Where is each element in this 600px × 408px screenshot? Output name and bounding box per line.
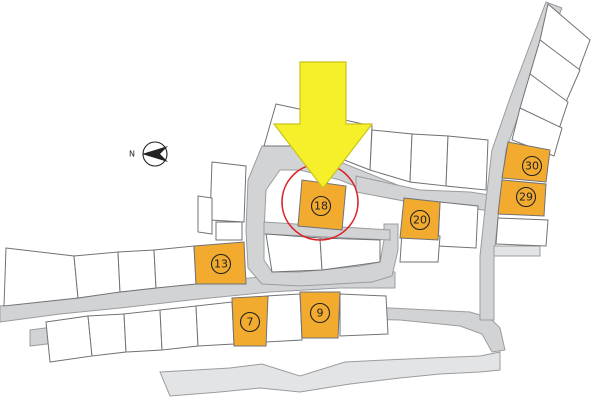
compass: N bbox=[129, 141, 168, 167]
lot-label-13: 13 bbox=[214, 258, 228, 271]
road-lower bbox=[159, 351, 501, 397]
lot-29[interactable] bbox=[497, 179, 547, 217]
compass-label: N bbox=[129, 150, 135, 159]
lot-badge-30: 30 bbox=[521, 155, 543, 177]
lot-9[interactable] bbox=[299, 291, 341, 339]
lot-badge-18: 18 bbox=[310, 195, 332, 217]
lot-13[interactable] bbox=[193, 241, 247, 285]
lots-highlighted bbox=[193, 141, 551, 347]
lot-badge-7: 7 bbox=[239, 311, 261, 333]
road-stub bbox=[493, 245, 541, 257]
lot-7[interactable] bbox=[231, 295, 269, 347]
lot-label-29: 29 bbox=[519, 191, 533, 204]
lot-badge-20: 20 bbox=[409, 209, 431, 231]
lot-label-9: 9 bbox=[317, 307, 324, 320]
lot-label-20: 20 bbox=[413, 214, 427, 227]
lot-badge-9: 9 bbox=[309, 302, 331, 324]
lot-badge-13: 13 bbox=[210, 253, 232, 275]
lot-label-7: 7 bbox=[247, 316, 254, 329]
lot-18[interactable] bbox=[297, 179, 347, 231]
lot-badge-29: 29 bbox=[515, 186, 537, 208]
north-arrow-icon bbox=[142, 146, 168, 162]
lot-label-18: 18 bbox=[314, 200, 328, 213]
lot-20[interactable] bbox=[399, 197, 441, 241]
pointer-arrow-icon bbox=[272, 61, 374, 189]
lot-label-30: 30 bbox=[525, 160, 539, 173]
lot-30[interactable] bbox=[501, 141, 551, 183]
